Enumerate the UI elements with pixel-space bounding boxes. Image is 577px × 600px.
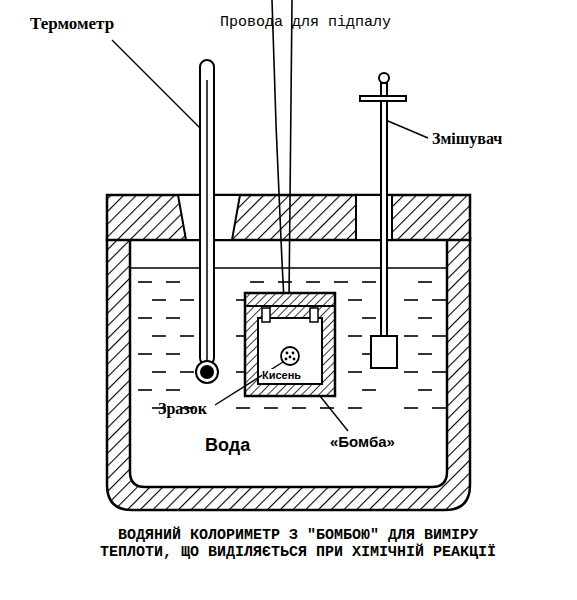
mixer xyxy=(360,73,406,368)
water-label: Вода xyxy=(205,435,250,456)
leader-lines xyxy=(112,40,428,431)
sample-label: Зразок xyxy=(158,400,207,418)
bomb xyxy=(245,293,335,396)
lid xyxy=(107,195,470,240)
bomb-label: «Бомба» xyxy=(330,433,395,450)
oxygen-label: Кисень xyxy=(262,369,301,381)
wires-label: Провода для підпалу xyxy=(220,14,391,31)
caption: ВОДЯНИЙ КОЛОРИМЕТР З "БОМБОЮ" ДЛЯ ВИМІРУ… xyxy=(88,527,508,561)
thermometer-label: Термометр xyxy=(30,14,114,34)
thermometer xyxy=(196,60,218,383)
mixer-label: Змішувач xyxy=(432,130,502,148)
